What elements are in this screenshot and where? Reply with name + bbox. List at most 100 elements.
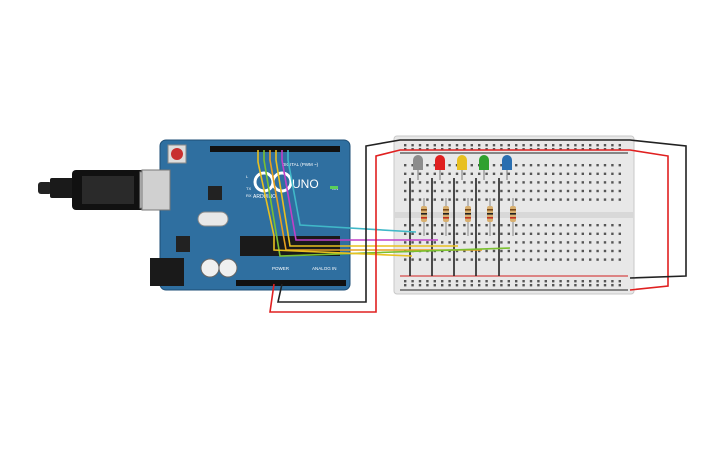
breadboard-hole[interactable] [470,164,473,167]
breadboard-hole[interactable] [618,232,621,235]
breadboard-hole[interactable] [574,232,577,235]
breadboard-hole[interactable] [433,198,436,201]
breadboard-hole[interactable] [537,249,540,253]
breadboard-hole[interactable] [566,198,570,201]
breadboard-hole[interactable] [581,224,584,227]
breadboard-hole[interactable] [478,284,481,287]
breadboard-hole[interactable] [426,241,429,244]
breadboard-hole[interactable] [433,181,436,184]
breadboard-hole[interactable] [559,224,562,227]
breadboard-hole[interactable] [581,284,584,287]
breadboard-hole[interactable] [478,232,481,235]
breadboard-hole[interactable] [492,258,496,261]
breadboard-hole[interactable] [566,181,570,184]
breadboard-hole[interactable] [478,181,481,184]
breadboard-hole[interactable] [611,198,614,201]
breadboard-hole[interactable] [485,198,488,201]
breadboard-hole[interactable] [455,224,459,227]
breadboard-hole[interactable] [596,280,599,283]
breadboard-hole[interactable] [566,284,570,287]
breadboard-hole[interactable] [478,280,481,283]
breadboard-hole[interactable] [537,224,540,227]
breadboard-hole[interactable] [522,181,525,184]
breadboard-hole[interactable] [515,172,518,175]
resistor[interactable] [510,198,516,236]
breadboard-hole[interactable] [581,280,584,283]
breadboard-hole[interactable] [515,258,518,261]
power-analog-pin-header[interactable] [236,280,346,286]
breadboard-hole[interactable] [544,232,547,235]
breadboard-hole[interactable] [537,284,540,287]
breadboard-hole[interactable] [418,241,422,244]
led-green[interactable] [479,155,489,180]
breadboard-hole[interactable] [544,258,547,261]
breadboard-hole[interactable] [522,198,525,201]
breadboard-hole[interactable] [470,284,473,287]
breadboard-hole[interactable] [426,144,429,147]
breadboard-hole[interactable] [426,172,429,175]
breadboard-hole[interactable] [485,258,488,261]
breadboard-hole[interactable] [411,181,414,184]
breadboard-hole[interactable] [581,241,584,244]
breadboard-hole[interactable] [552,164,555,167]
breadboard-hole[interactable] [515,284,518,287]
breadboard-hole[interactable] [433,144,436,147]
breadboard-hole[interactable] [522,284,525,287]
breadboard-hole[interactable] [552,284,555,287]
breadboard-hole[interactable] [529,198,533,201]
breadboard-hole[interactable] [596,232,599,235]
breadboard-hole[interactable] [485,181,488,184]
breadboard-hole[interactable] [618,144,621,147]
breadboard-hole[interactable] [596,181,599,184]
breadboard-hole[interactable] [470,198,473,201]
breadboard-hole[interactable] [537,258,540,261]
breadboard-hole[interactable] [552,280,555,283]
breadboard-hole[interactable] [566,172,570,175]
breadboard-hole[interactable] [529,280,533,283]
breadboard-hole[interactable] [589,172,592,175]
breadboard-hole[interactable] [603,198,607,201]
breadboard-hole[interactable] [559,258,562,261]
breadboard-hole[interactable] [603,144,607,147]
breadboard-hole[interactable] [470,258,473,261]
breadboard-hole[interactable] [544,164,547,167]
breadboard-hole[interactable] [463,249,466,253]
breadboard-hole[interactable] [603,249,607,253]
breadboard-hole[interactable] [589,258,592,261]
breadboard-hole[interactable] [574,280,577,283]
breadboard-hole[interactable] [404,198,407,201]
breadboard-hole[interactable] [611,181,614,184]
wires[interactable] [257,139,687,313]
breadboard-hole[interactable] [559,172,562,175]
breadboard-hole[interactable] [492,144,496,147]
breadboard-hole[interactable] [537,280,540,283]
breadboard-hole[interactable] [411,241,414,244]
breadboard-hole[interactable] [581,232,584,235]
breadboard-hole[interactable] [611,280,614,283]
breadboard-hole[interactable] [426,232,429,235]
breadboard-hole[interactable] [589,241,592,244]
breadboard-hole[interactable] [529,258,533,261]
breadboard-hole[interactable] [492,280,496,283]
digital-pin-header[interactable] [210,146,340,152]
breadboard-hole[interactable] [589,189,592,193]
breadboard-hole[interactable] [404,189,407,193]
wire-orange[interactable] [269,150,482,251]
breadboard-hole[interactable] [603,232,607,235]
breadboard-hole[interactable] [603,181,607,184]
breadboard-hole[interactable] [418,144,422,147]
breadboard-hole[interactable] [544,144,547,147]
breadboard-hole[interactable] [529,181,533,184]
breadboard-hole[interactable] [500,189,503,193]
breadboard-hole[interactable] [455,198,459,201]
arduino-board[interactable]: UNO ARDUINO DIGITAL (PWM ~) POWER ANALOG… [141,139,351,291]
breadboard-hole[interactable] [411,284,414,287]
breadboard-hole[interactable] [603,280,607,283]
breadboard-hole[interactable] [589,224,592,227]
breadboard-hole[interactable] [448,198,451,201]
breadboard-hole[interactable] [559,280,562,283]
breadboard-hole[interactable] [455,258,459,261]
breadboard-hole[interactable] [455,232,459,235]
breadboard-hole[interactable] [463,144,466,147]
breadboard-hole[interactable] [426,280,429,283]
